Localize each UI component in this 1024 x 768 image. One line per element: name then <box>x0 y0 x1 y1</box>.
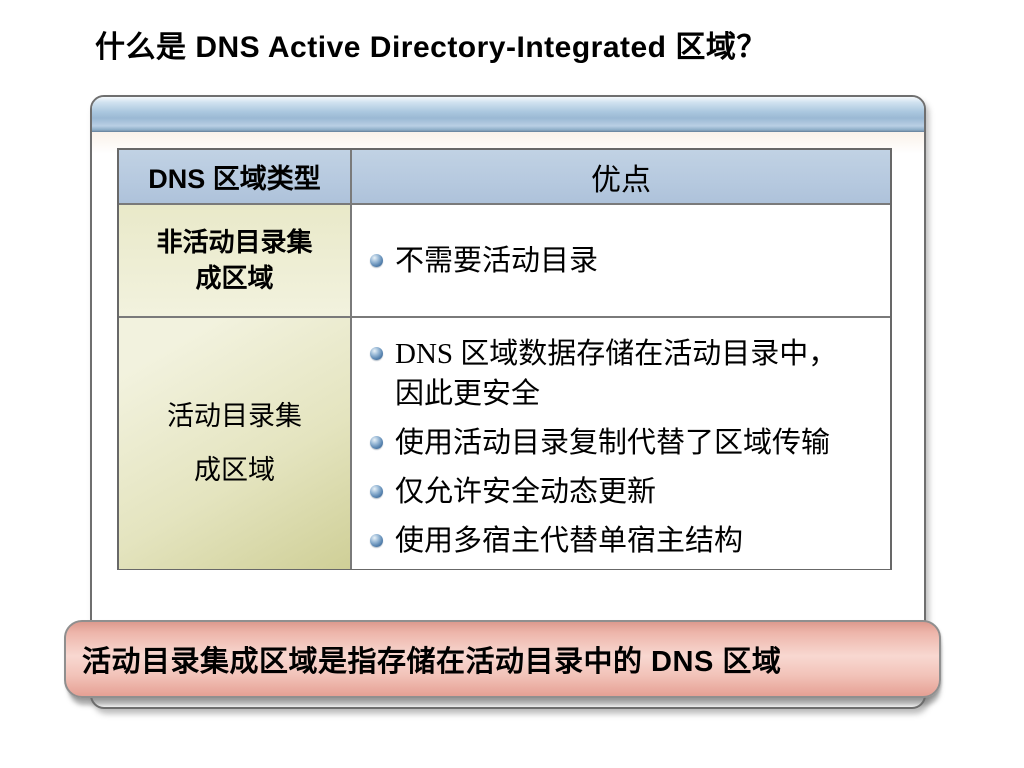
sphere-bullet-icon <box>370 253 383 267</box>
benefit-text: DNS 区域数据存储在活动目录中，因此更安全 <box>395 338 838 410</box>
benefits-header-label: 优点 <box>591 163 651 197</box>
panel-title-bar <box>92 97 924 132</box>
benefit-text: 使用活动目录复制代替了区域传输 <box>395 427 831 459</box>
table-row-non-ad-zone-type: 非活动目录集 成区域 <box>119 205 352 318</box>
sphere-bullet-icon <box>370 436 383 449</box>
table-header-zone-type: DNS 区域类型 <box>119 150 352 205</box>
slide-title: 什么是 DNS Active Directory-Integrated 区域？ <box>95 31 767 64</box>
table-row-ad-zone-type: 活动目录集 成区域 <box>119 318 352 569</box>
benefit-item: 不需要活动目录 <box>368 241 876 281</box>
benefit-text: 不需要活动目录 <box>395 244 599 277</box>
sphere-bullet-icon <box>370 534 383 547</box>
zone-type-label-line: 成区域 <box>194 454 275 485</box>
benefit-item: 使用活动目录复制代替了区域传输 <box>368 423 876 463</box>
zone-type-label-line: 活动目录集 <box>167 401 302 432</box>
sphere-bullet-icon <box>370 485 383 498</box>
table-row-ad-benefits: DNS 区域数据存储在活动目录中，因此更安全 使用活动目录复制代替了区域传输 仅… <box>352 318 890 569</box>
benefit-item: DNS 区域数据存储在活动目录中，因此更安全 <box>368 334 876 414</box>
definition-callout-text: 活动目录集成区域是指存储在活动目录中的 DNS 区域 <box>82 646 782 678</box>
zone-type-label-line: 成区域 <box>195 262 274 293</box>
benefit-item: 仅允许安全动态更新 <box>368 472 876 512</box>
table-row-non-ad-benefits: 不需要活动目录 <box>352 205 890 318</box>
table-header-benefits: 优点 <box>352 150 890 205</box>
sphere-bullet-icon <box>370 347 383 360</box>
benefit-text: 使用多宿主代替单宿主结构 <box>395 525 744 557</box>
zone-type-header-label: DNS 区域类型 <box>148 164 321 194</box>
benefit-item: 使用多宿主代替单宿主结构 <box>368 521 876 561</box>
zone-type-label-line: 非活动目录集 <box>156 227 313 258</box>
definition-callout: 活动目录集成区域是指存储在活动目录中的 DNS 区域 <box>64 620 941 698</box>
dns-zone-table: DNS 区域类型 优点 非活动目录集 成区域 不需要活动目录 活动目录集 成区域… <box>117 148 892 570</box>
benefit-text: 仅允许安全动态更新 <box>395 476 657 508</box>
